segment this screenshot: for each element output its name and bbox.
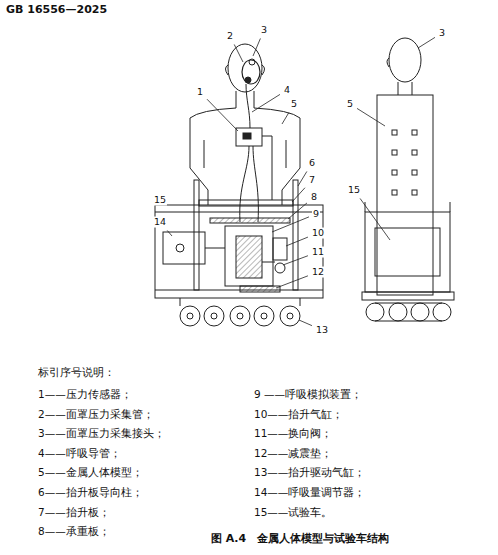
leader-lines [167,37,435,325]
key-entry: 10——抬升气缸； [254,408,343,420]
key-entry: 9 ——呼吸模拟装置； [254,388,362,400]
body-hole [392,190,397,195]
key-entry: 14——呼吸量调节器； [254,486,365,498]
key-entry: 7——抬升板； [38,506,110,518]
leader-line [298,171,307,186]
callout-number: 7 [308,175,316,186]
leader-line [167,230,172,236]
callout-number: 10 [311,228,325,239]
callout-number: 14 [153,217,167,228]
key-entry: 5——金属人体模型； [38,466,143,478]
body-hole [392,170,397,175]
callout-number: 2 [226,31,234,42]
callout-number: 11 [311,247,325,258]
leader-line [234,44,243,62]
leader-line [292,188,305,202]
callout-number: 3 [260,25,268,36]
callout-number: 15 [153,195,167,206]
key-entry: 4——呼吸导管； [38,447,121,459]
body-hole [392,150,397,155]
callout-number: 9 [312,209,320,220]
callout-number: 5 [290,99,298,110]
leader-line [360,198,390,240]
leader-line [253,38,260,56]
key-entry: 12——减震垫； [254,447,332,459]
leader-line [286,237,308,246]
key-entry: 6——抬升板导向柱； [38,486,143,498]
page-header: GB 16556—2025 [6,4,107,17]
key-entry: 11——换向阀； [254,427,332,439]
leader-line [276,276,308,288]
key-heading: 标引序号说明： [38,366,115,378]
leader-line [299,320,312,326]
key-entry: 13——抬升驱动气缸； [254,466,365,478]
callout-number: 12 [311,267,325,278]
callout-number: 13 [315,325,329,336]
callout-number: 3 [438,28,446,39]
leader-line [252,94,280,112]
leader-line [283,256,308,265]
key-entry: 1——压力传感器； [38,388,132,400]
front-view [155,44,323,326]
body-hole [412,150,417,155]
leader-line [207,99,238,131]
body-holes [392,130,417,195]
leader-line [272,217,309,232]
figure-caption: 图 A.4 金属人体模型与试验车结构 [211,533,389,546]
leader-line [357,108,385,126]
body-hole [392,130,397,135]
callout-number: 15 [347,185,361,196]
body-hole [412,190,417,195]
leader-line [288,203,307,219]
key-entry: 3——面罩压力采集接头； [38,427,165,439]
callout-number: 1 [196,87,204,98]
leader-line [282,112,289,124]
key-entry: 15——试验车。 [254,506,332,518]
leader-line [418,37,435,48]
callout-number: 8 [310,192,318,203]
key-entry: 8——承重板； [38,525,110,537]
key-entry: 2——面罩压力采集管； [38,408,154,420]
callout-number: 5 [346,99,354,110]
callout-number: 4 [283,85,291,96]
body-hole [412,170,417,175]
side-view [362,38,454,321]
callout-number: 6 [308,158,316,169]
body-hole [412,130,417,135]
